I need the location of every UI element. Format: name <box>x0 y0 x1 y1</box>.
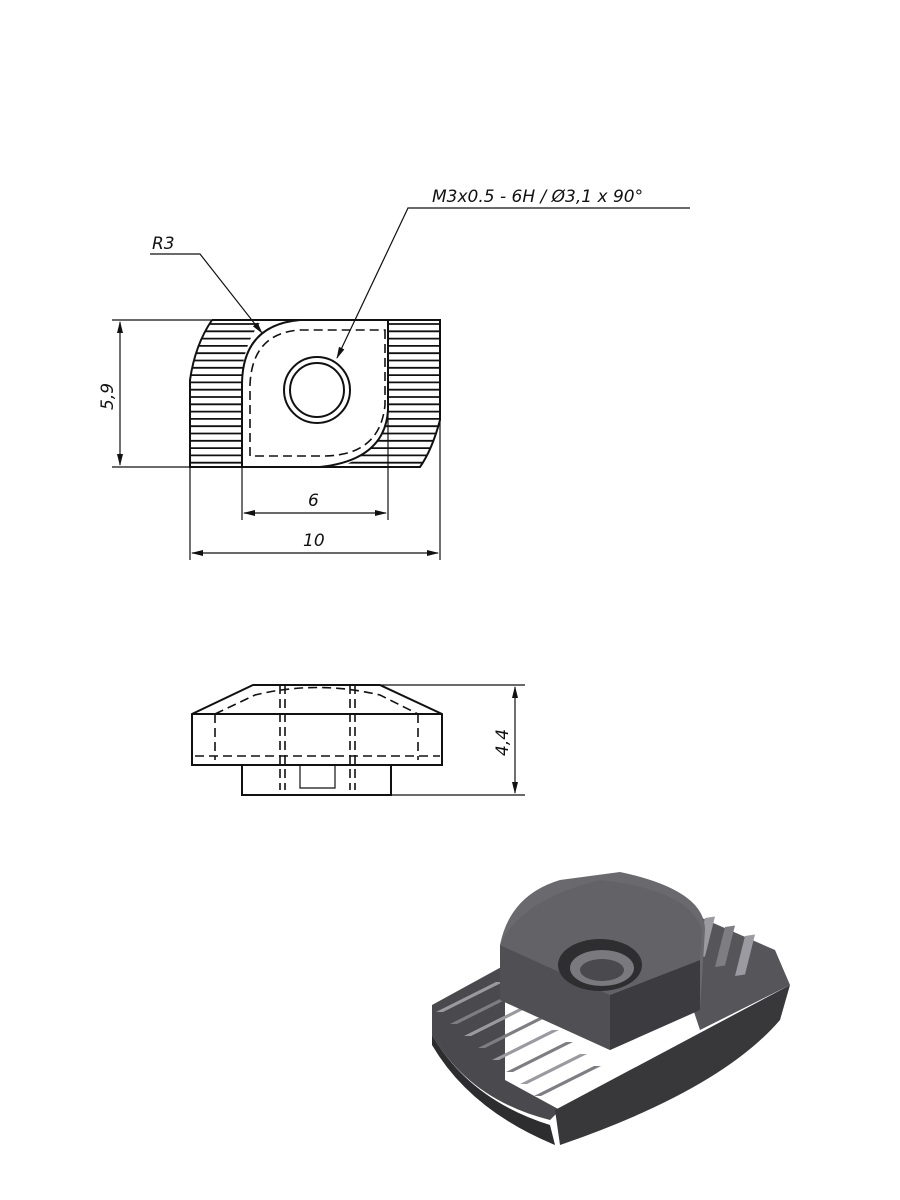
serration-tooth <box>492 1030 559 1060</box>
overall-width-dimension: 10 <box>303 531 325 551</box>
top-view-outline <box>189 319 441 468</box>
serration-tooth <box>715 925 735 967</box>
serration-tooth <box>464 1006 531 1036</box>
thickness-dimension: 4,4 <box>493 729 513 756</box>
thread-hole-circle <box>289 362 345 418</box>
radius-label: R3 <box>152 234 175 254</box>
thread-leader <box>336 207 690 359</box>
serration-tooth <box>534 1066 601 1096</box>
side-view-outline <box>191 684 443 796</box>
thread-callout: M3x0.5 - 6H / Ø3,1 x 90° <box>432 187 643 207</box>
side-view: 4,4 <box>191 684 525 796</box>
serration-tooth <box>436 982 503 1012</box>
base-side <box>555 985 790 1145</box>
isometric-render <box>432 872 790 1145</box>
serration-tooth <box>735 934 755 976</box>
serration-tooth <box>520 1054 587 1084</box>
hidden-top-curve <box>214 686 419 715</box>
top-view: R3 M3x0.5 - 6H / Ø3,1 x 90° 5,9 6 10 <box>98 187 690 560</box>
serration-tooth <box>478 1018 545 1048</box>
serration-tooth <box>506 1042 573 1072</box>
hidden-boss-line <box>249 329 386 457</box>
thread-major-circle <box>283 356 351 424</box>
boss-side-face <box>610 960 700 1050</box>
radius-leader <box>150 253 263 334</box>
boss-width-dimension: 6 <box>308 491 319 511</box>
height-dimension: 5,9 <box>98 383 118 410</box>
right-serration-hatch <box>340 323 440 464</box>
thread-relief <box>299 765 336 789</box>
boss-front-face <box>500 945 610 1050</box>
serration-tooth <box>450 994 517 1024</box>
boss-outline <box>241 319 389 468</box>
